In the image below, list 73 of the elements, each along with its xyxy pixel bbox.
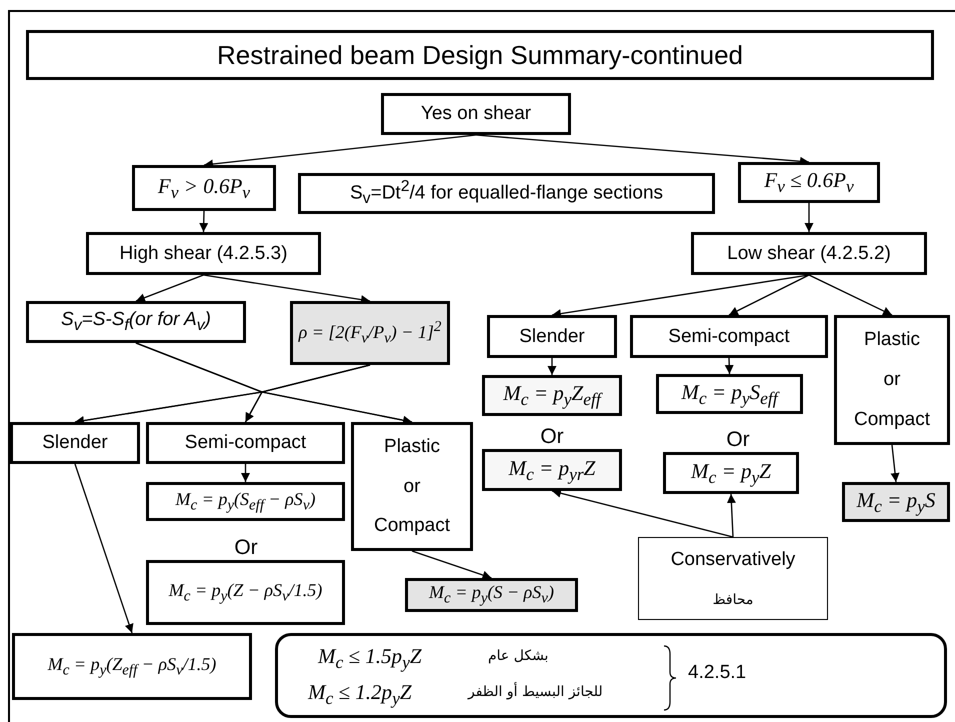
arrow <box>726 494 736 538</box>
formula-box <box>405 578 578 612</box>
arrow <box>804 203 814 232</box>
box-label: Slender <box>519 326 585 348</box>
arrow <box>548 358 556 375</box>
process-box <box>86 232 321 275</box>
class-box <box>351 422 473 551</box>
arabic-note: محافظ <box>712 592 754 608</box>
summary-box <box>275 633 947 718</box>
box-label: Low shear (4.2.5.2) <box>727 242 891 264</box>
formula-box <box>482 375 622 416</box>
formula-box <box>146 560 345 625</box>
or-label: Or <box>540 425 564 449</box>
note-box <box>638 537 828 620</box>
formula-box <box>656 374 803 414</box>
class-box <box>146 422 345 464</box>
arrow <box>261 364 412 425</box>
formula-text: M$_{c}$ = p$_{y}$S <box>856 488 936 516</box>
formula-box <box>146 482 345 521</box>
arrow <box>74 464 134 634</box>
arrow <box>728 274 810 316</box>
formula-text: F$_{v}$ ≤ 0.6P$_{v}$ <box>764 168 854 197</box>
box-label: Plastic or Compact <box>852 328 932 432</box>
arrow <box>808 274 892 316</box>
formula-box <box>26 301 246 343</box>
arrow <box>552 488 734 538</box>
box-label: Semi-compact <box>668 326 790 348</box>
or-label: Or <box>726 428 750 452</box>
formula-text: M$_{c}$ = p$_{y}$Z$_{eff}$ <box>503 381 601 410</box>
arrow <box>199 210 208 232</box>
formula-text: M$_{c}$ = p$_{y}$(Z − ρS$_{v}$/1.5) <box>168 580 322 606</box>
arrow <box>724 358 734 374</box>
box-label: Slender <box>42 432 108 454</box>
formula-text: M$_{c}$ = p$_{y}$Z <box>691 458 771 488</box>
formula-text: ρ = [2(F$_{v}$/P$_{v}$) − 1]$^{2}$ <box>298 318 442 348</box>
condition-box <box>738 162 880 203</box>
box-label: Semi-compact <box>184 432 306 454</box>
process-box <box>381 93 571 135</box>
box-label: S$_{v}$=Dt$^{2}$/4 for equalled-flange sections <box>350 178 664 209</box>
formula-box <box>663 452 799 494</box>
class-box <box>834 315 950 445</box>
title: Restrained beam Design Summary-continued <box>216 40 744 70</box>
box-label: High shear (4.2.5.3) <box>120 242 288 264</box>
formula-box <box>290 301 450 365</box>
formula-text: M$_{c}$ = p$_{y}$S$_{eff}$ <box>681 380 778 408</box>
note-box <box>298 173 715 214</box>
box-label: S$_{v}$=S-S$_{f}$(or for A$_{v}$) <box>61 309 211 335</box>
arrow <box>241 464 250 482</box>
box-label: Yes on shear <box>420 103 532 125</box>
clause-number: 4.2.5.1 <box>688 662 746 684</box>
formula-box <box>12 633 252 700</box>
arrow <box>412 550 492 580</box>
process-box <box>691 232 927 275</box>
class-box <box>487 315 617 358</box>
arabic-note: للجائز البسيط أو الظفر <box>468 684 603 700</box>
arrow <box>136 274 204 302</box>
class-box <box>10 422 140 464</box>
box-label: Conservatively <box>670 548 796 571</box>
arabic-note: بشكل عام <box>488 648 548 664</box>
formula-text: M$_{c}$ ≤ 1.2p$_{y}$Z <box>308 680 412 708</box>
formula-text: M$_{c}$ = p$_{y}$(S$_{eff}$ − ρS$_{v}$) <box>176 488 316 514</box>
formula-text: M$_{c}$ ≤ 1.5p$_{y}$Z <box>318 644 422 672</box>
formula-text: F$_{v}$ > 0.6P$_{v}$ <box>158 174 250 202</box>
box-label: Plastic or Compact <box>372 434 452 538</box>
arrow <box>890 444 900 482</box>
or-label: Or <box>234 536 258 560</box>
formula-box <box>842 482 950 522</box>
formula-text: M$_{c}$ = p$_{yr}$Z <box>508 456 596 484</box>
formula-text: M$_{c}$ = p$_{y}$(S − ρS$_{v}$) <box>429 582 554 608</box>
condition-box <box>132 165 276 211</box>
formula-text: M$_{c}$ = p$_{y}$(Z$_{eff}$ − ρS$_{v}$/1.5) <box>48 654 216 680</box>
formula-box <box>482 449 622 491</box>
class-box <box>630 315 828 358</box>
